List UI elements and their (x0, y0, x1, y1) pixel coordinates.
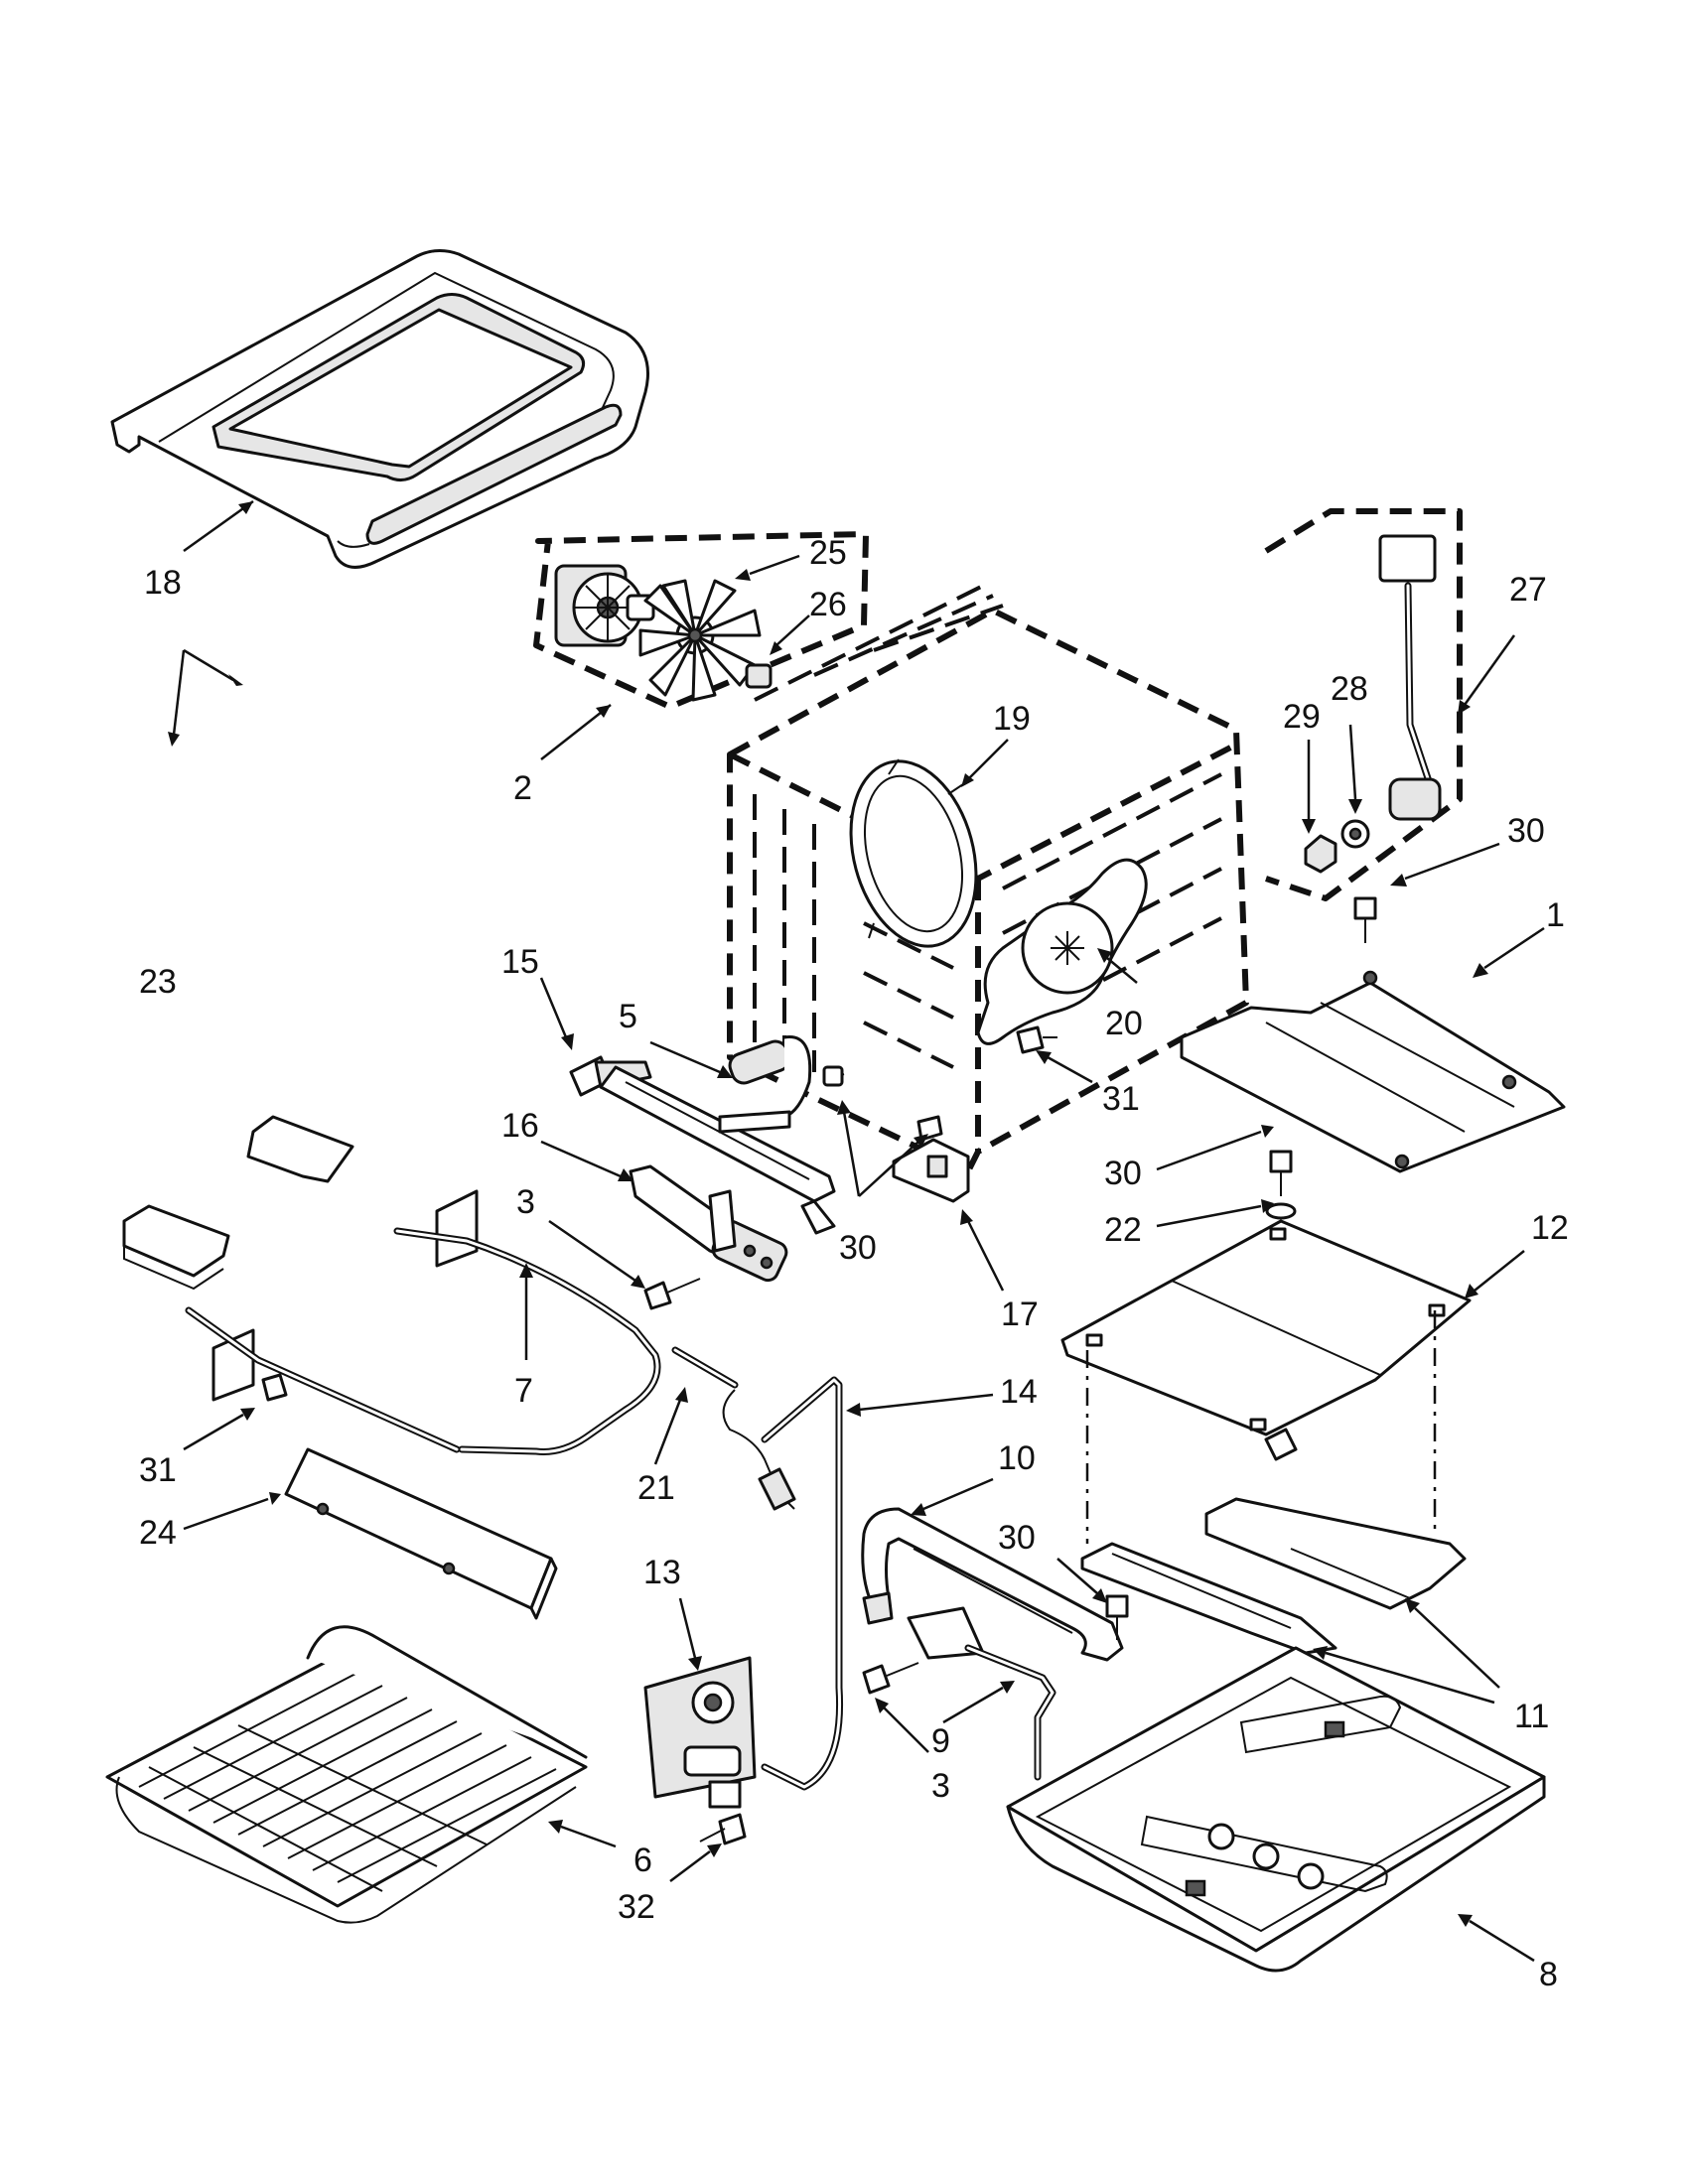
part-6-oven-rack (105, 1625, 588, 1924)
part-3-screw (862, 1662, 919, 1695)
callout-18: 18 (144, 564, 182, 602)
callout-5: 5 (619, 998, 637, 1035)
part-25-fan-blade (638, 579, 762, 702)
part-17-bracket (892, 1115, 970, 1203)
part-19-convection-element (849, 758, 978, 948)
callout-3-lower: 3 (931, 1767, 950, 1805)
callout-30-right: 30 (1104, 1155, 1142, 1192)
callout-9: 9 (931, 1722, 950, 1760)
callout-10: 10 (998, 1439, 1036, 1477)
part-21-sensor (671, 1346, 796, 1511)
part-31-screw (1016, 1025, 1057, 1054)
callout-30-top: 30 (1507, 812, 1545, 850)
callout-17: 17 (1001, 1296, 1039, 1333)
part-27-wire-harness-group (1264, 508, 1463, 901)
part-12-bottom-panel (1060, 1219, 1472, 1436)
part-30-screw (1105, 1594, 1129, 1640)
callout-31-upper: 31 (1102, 1080, 1140, 1118)
callout-32: 32 (618, 1888, 655, 1926)
part-29-nut (1304, 834, 1337, 874)
callout-29: 29 (1283, 698, 1321, 736)
part-16-orifice-tube (629, 1164, 788, 1283)
part-2-fan-assembly (533, 531, 869, 710)
callout-28: 28 (1331, 670, 1368, 708)
callout-19: 19 (993, 700, 1031, 738)
part-25-fan-motor (554, 564, 655, 647)
callout-labels: 18 2 25 26 19 27 28 29 30 1 15 5 20 23 1… (139, 534, 1569, 1993)
callout-3-upper: 3 (516, 1183, 535, 1221)
callout-22: 22 (1104, 1211, 1142, 1249)
part-26-fan-nut (745, 663, 773, 689)
part-24-heat-shield (284, 1447, 558, 1620)
callout-27: 27 (1509, 571, 1547, 609)
part-3-screw (643, 1278, 701, 1310)
part-10-burner (861, 1507, 1124, 1662)
part-31-bracket-rod (185, 1306, 461, 1453)
part-23-brackets (122, 1115, 354, 1291)
part-30-screw (1353, 896, 1377, 943)
part-28-washer (1340, 819, 1370, 849)
callout-12: 12 (1531, 1209, 1569, 1247)
callout-6: 6 (633, 1842, 652, 1879)
part-5-igniter (718, 1035, 845, 1134)
callout-24: 24 (139, 1514, 177, 1552)
callout-23: 23 (139, 963, 177, 1001)
callout-31-lower: 31 (139, 1451, 177, 1489)
part-13-valve (643, 1656, 757, 1809)
part-11-brackets (1080, 1428, 1467, 1655)
callout-26: 26 (809, 586, 847, 623)
part-22-washer (1265, 1202, 1297, 1220)
part-14-tube (761, 1376, 844, 1791)
part-27-wire-harness (1378, 534, 1442, 821)
callout-8: 8 (1539, 1956, 1558, 1993)
part-20-fan-baffle (976, 858, 1148, 1045)
leader-lines (168, 499, 1545, 1963)
callout-16: 16 (501, 1107, 539, 1145)
callout-15: 15 (501, 943, 539, 981)
part-32-screw (699, 1813, 747, 1845)
callout-30-mid: 30 (839, 1229, 877, 1267)
callout-11: 11 (1514, 1698, 1549, 1735)
alignment-lines (1085, 1310, 1437, 1544)
part-8-broiler-pan (1006, 1646, 1546, 1973)
callout-20: 20 (1105, 1005, 1143, 1042)
part-18-top-cover (110, 249, 649, 569)
callout-1: 1 (1546, 896, 1565, 934)
callout-25: 25 (809, 534, 847, 572)
callout-7: 7 (514, 1372, 533, 1410)
callout-2: 2 (513, 769, 532, 807)
part-15-bake-burner (569, 1055, 836, 1235)
callout-30-lower: 30 (998, 1519, 1036, 1557)
callout-21: 21 (637, 1469, 675, 1507)
part-9-tube (907, 1606, 1056, 1781)
part-1-shield (1180, 970, 1566, 1173)
callout-14: 14 (1000, 1373, 1038, 1411)
part-30-screw (1269, 1150, 1293, 1196)
callout-13: 13 (643, 1554, 681, 1591)
